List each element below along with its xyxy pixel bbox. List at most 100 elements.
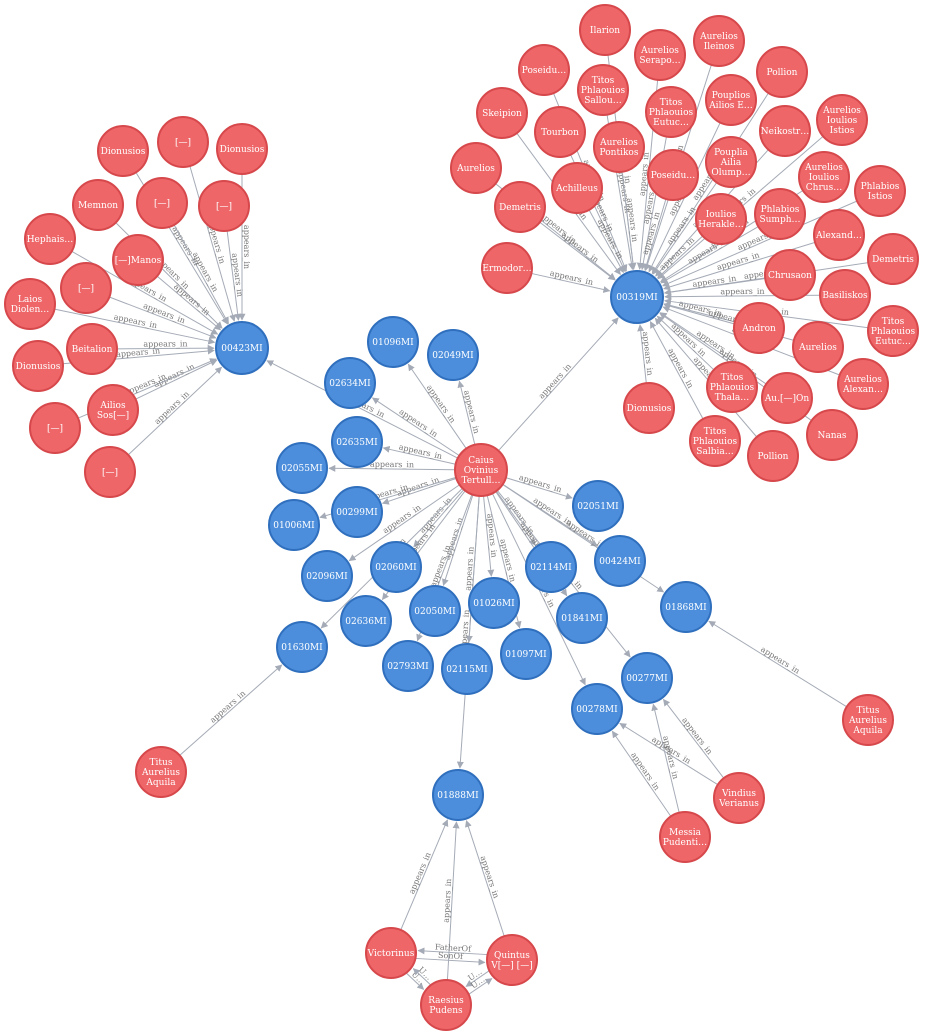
person-node[interactable]: [—]	[198, 180, 250, 232]
node-circle[interactable]	[276, 621, 328, 673]
node-circle[interactable]	[481, 242, 533, 294]
edge-line[interactable]	[189, 165, 236, 322]
node-circle[interactable]	[60, 262, 112, 314]
edge-line[interactable]	[611, 730, 672, 817]
node-circle[interactable]	[198, 180, 250, 232]
node-circle[interactable]	[370, 541, 422, 593]
person-node[interactable]: Poseidu…	[647, 149, 699, 201]
edge-line[interactable]	[407, 363, 467, 449]
inscription-node[interactable]: 02635MI	[331, 416, 383, 468]
person-node[interactable]: Nanas	[806, 409, 858, 461]
node-circle[interactable]	[72, 179, 124, 231]
edge-line[interactable]	[109, 296, 217, 339]
node-circle[interactable]	[29, 402, 81, 454]
edge-appears-in[interactable]: appears_in	[179, 664, 283, 756]
edge-appears-in[interactable]: appears_in	[505, 473, 573, 500]
node-circle[interactable]	[634, 29, 686, 81]
node-circle[interactable]	[367, 316, 419, 368]
node-circle[interactable]	[593, 121, 645, 173]
person-node[interactable]: Pollion	[756, 46, 808, 98]
inscription-node[interactable]: 02634MI	[324, 357, 376, 409]
edge-line[interactable]	[468, 978, 493, 995]
person-node[interactable]: AureliosSerapo…	[634, 29, 686, 81]
edge-line[interactable]	[415, 957, 486, 966]
edge-line[interactable]	[413, 489, 465, 548]
edge-line[interactable]	[654, 317, 758, 438]
edge-sonof[interactable]: SonOf	[415, 951, 486, 966]
inscription-node[interactable]: 01888MI	[432, 769, 484, 821]
node-circle[interactable]	[420, 979, 472, 1031]
person-node[interactable]: Pollion	[747, 430, 799, 482]
edge-line[interactable]	[135, 359, 218, 400]
edge-line[interactable]	[226, 230, 242, 321]
edge-line[interactable]	[465, 819, 505, 937]
inscription-node[interactable]: 02793MI	[382, 640, 434, 692]
node-circle[interactable]	[610, 270, 664, 324]
node-circle[interactable]	[534, 106, 586, 158]
node-circle[interactable]	[324, 357, 376, 409]
node-circle[interactable]	[500, 628, 552, 680]
inscription-node[interactable]: 00424MI	[594, 535, 646, 587]
person-node[interactable]: Aurelios	[792, 321, 844, 373]
node-circle[interactable]	[382, 640, 434, 692]
edge-line[interactable]	[127, 366, 223, 456]
person-node[interactable]: AureliosAlexan…	[837, 358, 889, 410]
inscription-node[interactable]: 00299MI	[331, 486, 383, 538]
edge-line[interactable]	[483, 495, 495, 577]
edge-line[interactable]	[498, 317, 619, 452]
node-circle[interactable]	[579, 4, 631, 56]
edge-appears-in[interactable]: appears_in	[457, 380, 481, 445]
node-circle[interactable]	[798, 151, 850, 203]
edge-line[interactable]	[179, 664, 283, 756]
node-circle[interactable]	[813, 209, 865, 261]
edge-line[interactable]	[643, 198, 667, 271]
person-node[interactable]: Achilleus	[551, 162, 603, 214]
node-circle[interactable]	[705, 74, 757, 126]
person-node[interactable]: Basiliskos	[819, 269, 871, 321]
person-node[interactable]: AureliosIouliosChrus…	[798, 151, 850, 203]
node-circle[interactable]	[331, 486, 383, 538]
person-node[interactable]: LaiosDiolen…	[4, 278, 56, 330]
node-circle[interactable]	[571, 683, 623, 735]
node-circle[interactable]	[556, 592, 608, 644]
person-node[interactable]: Ermodor…	[481, 242, 533, 294]
edge-line[interactable]	[531, 272, 611, 293]
person-node[interactable]: PhlabiosSumph…	[754, 188, 806, 240]
node-circle[interactable]	[441, 643, 493, 695]
node-circle[interactable]	[754, 188, 806, 240]
node-circle[interactable]	[476, 87, 528, 139]
node-circle[interactable]	[301, 550, 353, 602]
node-circle[interactable]	[450, 142, 502, 194]
node-circle[interactable]	[365, 927, 417, 979]
inscription-node[interactable]: 02636MI	[340, 595, 392, 647]
edge-appears-in[interactable]: appears_in	[637, 324, 654, 384]
person-node[interactable]: Dionusios	[623, 382, 675, 434]
node-circle[interactable]	[759, 105, 811, 157]
edge-appears-in[interactable]: appears_in	[456, 495, 480, 769]
node-circle[interactable]	[854, 165, 906, 217]
inscription-node[interactable]: 02050MI	[409, 585, 461, 637]
person-node[interactable]: Beitalion	[66, 323, 118, 375]
node-circle[interactable]	[867, 233, 919, 285]
inscription-node[interactable]: 01868MI	[660, 581, 712, 633]
edge-line[interactable]	[649, 321, 704, 420]
edge-line[interactable]	[456, 495, 480, 769]
person-node[interactable]: Andron	[733, 302, 785, 354]
person-node[interactable]: IouliosHerakle…	[695, 193, 747, 245]
node-circle[interactable]	[486, 934, 538, 986]
node-circle[interactable]	[764, 249, 816, 301]
person-node[interactable]: [—]	[157, 116, 209, 168]
person-node[interactable]: [—]Manos	[112, 234, 164, 286]
edge-line[interactable]	[663, 302, 735, 323]
person-node[interactable]: Poseidu…	[518, 44, 570, 96]
node-circle[interactable]	[12, 340, 64, 392]
person-node[interactable]: [—]	[29, 402, 81, 454]
person-node[interactable]: Aurelios	[450, 142, 502, 194]
person-node[interactable]: TitosPhlaouiosThala…	[706, 361, 758, 413]
inscription-node[interactable]: 02060MI	[370, 541, 422, 593]
person-node[interactable]: [—]	[84, 446, 136, 498]
